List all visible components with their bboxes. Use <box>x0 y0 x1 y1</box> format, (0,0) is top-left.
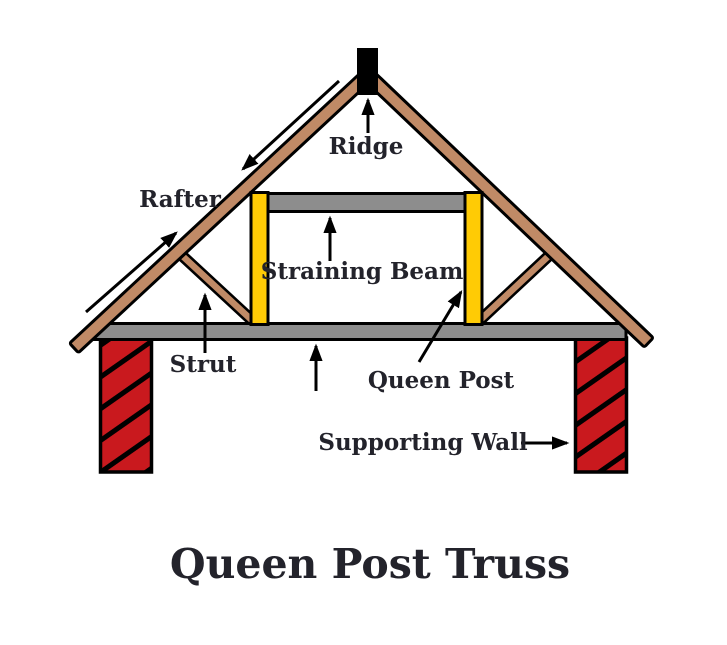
rafter-label: Rafter <box>139 186 221 213</box>
ridge-label: Ridge <box>328 133 404 160</box>
figure-title: Queen Post Truss <box>169 540 571 588</box>
queen-post-label: Queen Post <box>367 367 515 394</box>
strut-right <box>473 246 559 327</box>
queen-post-arrow <box>417 289 463 363</box>
queen-post-right <box>463 191 484 326</box>
ridge-block <box>357 48 378 95</box>
strut-label: Strut <box>169 351 237 378</box>
supporting-wall-left <box>98 336 154 474</box>
wall-hatching-left <box>102 339 150 471</box>
straining-beam <box>264 192 469 213</box>
supporting-wall-label: Supporting Wall <box>318 429 528 456</box>
strut-left <box>172 246 261 329</box>
queen-post-left <box>249 191 270 326</box>
straining-beam-label: Straining Beam <box>260 258 464 285</box>
tie-beam <box>92 322 628 341</box>
rafter-direction-arrow-upper <box>241 79 341 171</box>
wall-hatching-right <box>577 339 625 471</box>
rafter-direction-arrow-lower <box>85 231 178 314</box>
supporting-wall-right <box>573 336 629 474</box>
